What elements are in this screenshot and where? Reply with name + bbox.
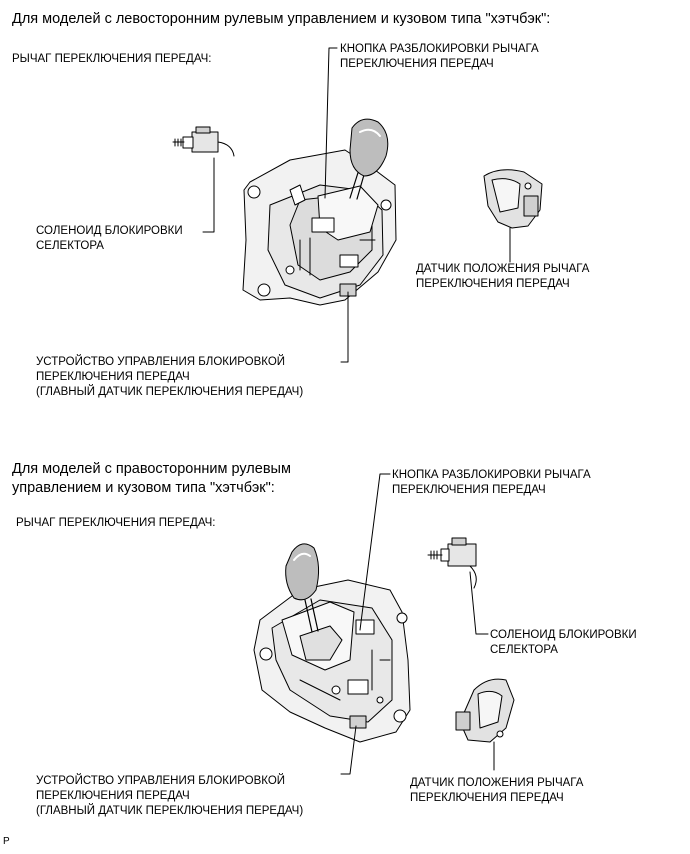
section1-shift-lever-label: РЫЧАГ ПЕРЕКЛЮЧЕНИЯ ПЕРЕДАЧ: [12,53,212,65]
lock-solenoid-part-1 [172,126,235,157]
position-sensor-part-2 [455,678,515,743]
section2-control-unit-label: УСТРОЙСТВО УПРАВЛЕНИЯ БЛОКИРОВКОЙ ПЕРЕКЛ… [36,775,304,817]
leader-lines-2 [340,473,495,775]
section1-lock-solenoid-label: СОЛЕНОИД БЛОКИРОВКИ СЕЛЕКТОРА [36,225,183,252]
section2-release-button-label: КНОПКА РАЗБЛОКИРОВКИ РЫЧАГА ПЕРЕКЛЮЧЕНИЯ… [392,469,591,496]
section1-release-button-label: КНОПКА РАЗБЛОКИРОВКИ РЫЧАГА ПЕРЕКЛЮЧЕНИЯ… [340,43,539,70]
section2-heading: Для моделей с правосторонним рулевым упр… [12,461,291,496]
shift-lever-assembly-1 [242,118,397,306]
shift-lever-assembly-2 [253,543,411,743]
section2-lock-solenoid-label: СОЛЕНОИД БЛОКИРОВКИ СЕЛЕКТОРА [490,629,637,656]
leader-lines-1 [202,47,511,363]
section2-shift-lever-label: РЫЧАГ ПЕРЕКЛЮЧЕНИЯ ПЕРЕДАЧ: [16,517,216,529]
lock-solenoid-part-2 [427,537,477,589]
section1-heading: Для моделей с левосторонним рулевым упра… [12,11,551,27]
position-sensor-part-1 [483,169,543,229]
section1-control-unit-label: УСТРОЙСТВО УПРАВЛЕНИЯ БЛОКИРОВКОЙ ПЕРЕКЛ… [36,356,304,398]
section1-position-sensor-label: ДАТЧИК ПОЛОЖЕНИЯ РЫЧАГА ПЕРЕКЛЮЧЕНИЯ ПЕР… [416,263,590,290]
figure-id: P [3,836,10,847]
section2-position-sensor-label: ДАТЧИК ПОЛОЖЕНИЯ РЫЧАГА ПЕРЕКЛЮЧЕНИЯ ПЕР… [410,777,584,804]
